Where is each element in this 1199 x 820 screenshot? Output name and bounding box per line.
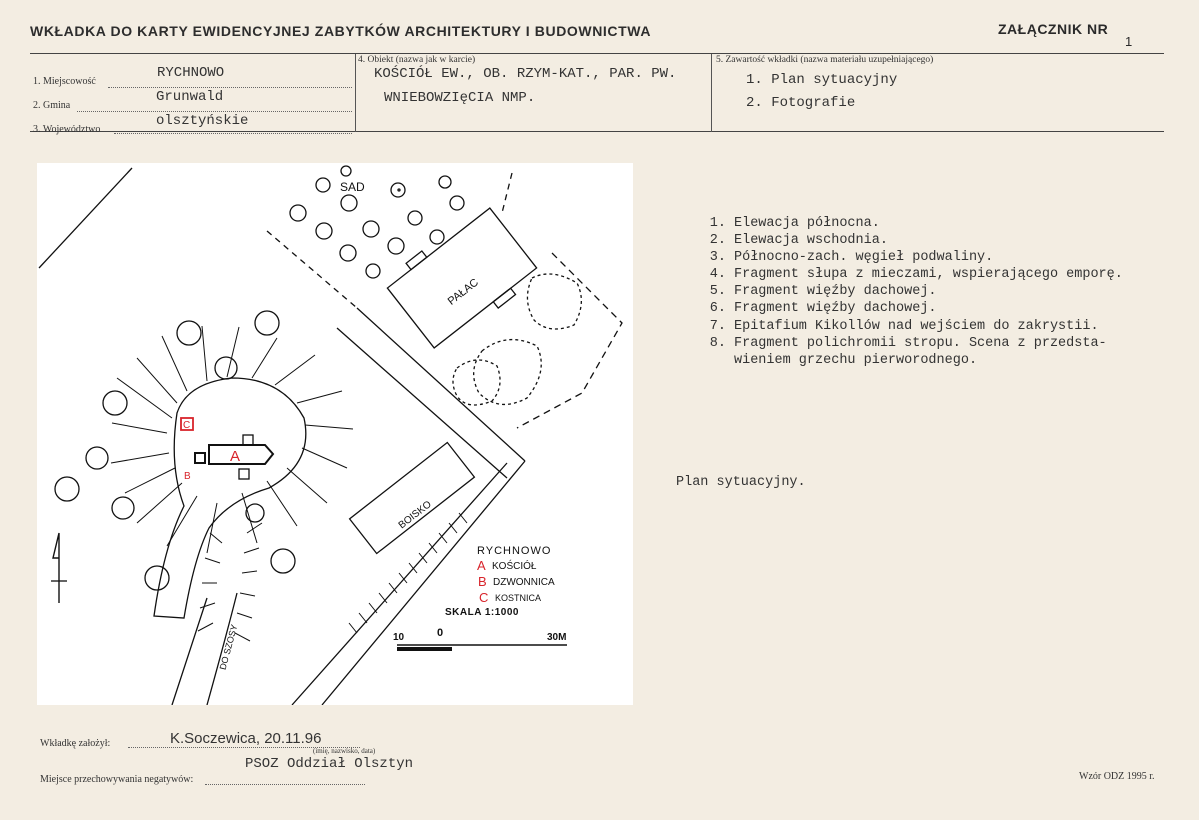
place-dots xyxy=(108,87,352,88)
mark-ossuary: C xyxy=(183,420,190,431)
object-line-1: KOŚCIÓŁ EW., OB. RZYM-KAT., PAR. PW. xyxy=(374,66,677,82)
contents-item-1: 1. Plan sytuacyjny xyxy=(746,72,898,88)
plan-caption: Plan sytuacyjny. xyxy=(676,475,806,490)
place-label: 1. Miejscowość xyxy=(33,76,96,87)
photo-list-item: 2.Elewacja wschodnia. xyxy=(709,233,888,249)
site-plan-map: SAD PAŁAC BOISKO DO SZOSY A B C RYCHNOWO… xyxy=(37,163,633,706)
north-arrow xyxy=(52,532,60,603)
founded-dots xyxy=(128,747,360,748)
road-south-2 xyxy=(321,460,526,706)
label-orchard: SAD xyxy=(340,180,365,194)
map-line-boundary xyxy=(38,167,133,269)
founded-hint: (imię, nazwisko, data) xyxy=(313,747,376,755)
form-divider-1 xyxy=(355,54,356,132)
contents-item-2: 2. Fotografie xyxy=(746,95,856,111)
mark-belfry: B xyxy=(184,471,191,482)
garden-bed-3 xyxy=(452,359,501,406)
page-title: WKŁADKA DO KARTY EWIDENCYJNEJ ZABYTKÓW A… xyxy=(30,23,652,39)
ossuary-building xyxy=(180,417,194,431)
commune-dots xyxy=(77,111,352,112)
legend-key-a: A xyxy=(477,558,486,573)
object-label: 4. Obiekt (nazwa jak w karcie) xyxy=(358,55,476,65)
hill-rays xyxy=(110,325,354,642)
playing-field xyxy=(348,441,476,555)
legend-scale: SKALA 1:1000 xyxy=(445,607,519,618)
photo-list-item: 8.Fragment polichromii stropu. Scena z p… xyxy=(709,335,1107,351)
road-south-1 xyxy=(291,462,508,706)
legend-key-c: C xyxy=(479,590,488,605)
photo-list-item: wieniem grzechu pierworodnego. xyxy=(734,352,978,368)
annex-number: 1 xyxy=(1125,34,1133,49)
label-road: DO SZOSY xyxy=(218,623,240,671)
legend-title: RYCHNOWO xyxy=(477,545,551,557)
orchard-trees xyxy=(289,165,465,279)
site-plan-drawing: SAD PAŁAC BOISKO DO SZOSY A B C RYCHNOWO… xyxy=(38,165,623,706)
photo-list-item: 7.Epitafium Kikollów nad wejściem do zak… xyxy=(709,318,1099,334)
object-line-2: WNIEBOWZIęCIA NMP. xyxy=(384,90,536,106)
photo-list-item: 5.Fragment więźby dachowej. xyxy=(709,284,937,300)
belfry-building xyxy=(194,452,206,464)
storage-value: PSOZ Oddział Olsztyn xyxy=(245,756,414,772)
legend-label-b: DZWONNICA xyxy=(493,577,555,588)
label-field: BOISKO xyxy=(397,499,434,531)
road-edge-lower xyxy=(336,327,508,479)
storage-label: Miejsce przechowywania negatywów: xyxy=(40,774,194,785)
photo-list-item: 4.Fragment słupa z mieczami, wspierające… xyxy=(709,267,1123,283)
founded-value: K.Soczewica, 20.11.96 xyxy=(170,730,322,747)
mark-church: A xyxy=(230,448,240,465)
legend-key-b: B xyxy=(478,574,487,589)
scale-left-label: 10 xyxy=(393,632,405,643)
fence-west xyxy=(266,230,358,309)
church-hill xyxy=(153,377,307,619)
commune-label: 2. Gmina xyxy=(33,100,71,111)
photo-list: 1.Elewacja północna. 2.Elewacja wschodni… xyxy=(708,215,1123,369)
church-building xyxy=(208,434,275,480)
fence-east xyxy=(516,252,623,429)
photo-list-item: 1.Elewacja północna. xyxy=(709,216,880,231)
garden-bed-2 xyxy=(473,339,542,405)
map-legend: RYCHNOWO A KOŚCIÓŁ B DZWONNICA C KOSTNIC… xyxy=(393,545,566,643)
road-to-highway-2 xyxy=(206,592,238,706)
place-value: RYCHNOWO xyxy=(157,65,225,81)
province-label: 3. Województwo xyxy=(33,124,101,135)
garden-bed-1 xyxy=(526,273,582,330)
commune-value: Grunwald xyxy=(156,89,224,105)
fence-north xyxy=(501,172,513,214)
founded-label: Wkładkę założył: xyxy=(40,738,111,749)
hill-trees xyxy=(54,310,296,591)
annex-label: ZAŁĄCZNIK NR xyxy=(998,21,1109,37)
scale-right-label: 30M xyxy=(547,632,566,643)
legend-label-a: KOŚCIÓŁ xyxy=(492,559,537,572)
legend-label-c: KOSTNICA xyxy=(495,593,541,603)
contents-label: 5. Zawartość wkładki (nazwa materiału uz… xyxy=(716,55,934,65)
photo-list-item: 3.Północno-zach. węgieł podwaliny. xyxy=(709,250,994,266)
scale-zero-label: 0 xyxy=(437,627,443,639)
label-palace: PAŁAC xyxy=(446,276,481,307)
province-value: olsztyńskie xyxy=(156,113,249,129)
palace-building xyxy=(386,207,538,349)
road-edge-upper xyxy=(356,307,526,462)
template-note: Wzór ODZ 1995 r. xyxy=(1079,771,1155,782)
photo-list-item: 6.Fragment więźby dachowej. xyxy=(709,301,937,317)
road-hatching xyxy=(348,512,468,634)
form-divider-2 xyxy=(711,54,712,132)
form-box xyxy=(30,53,1164,132)
road-to-highway-1 xyxy=(171,597,208,706)
province-dots xyxy=(114,133,352,134)
storage-dots xyxy=(205,784,365,785)
